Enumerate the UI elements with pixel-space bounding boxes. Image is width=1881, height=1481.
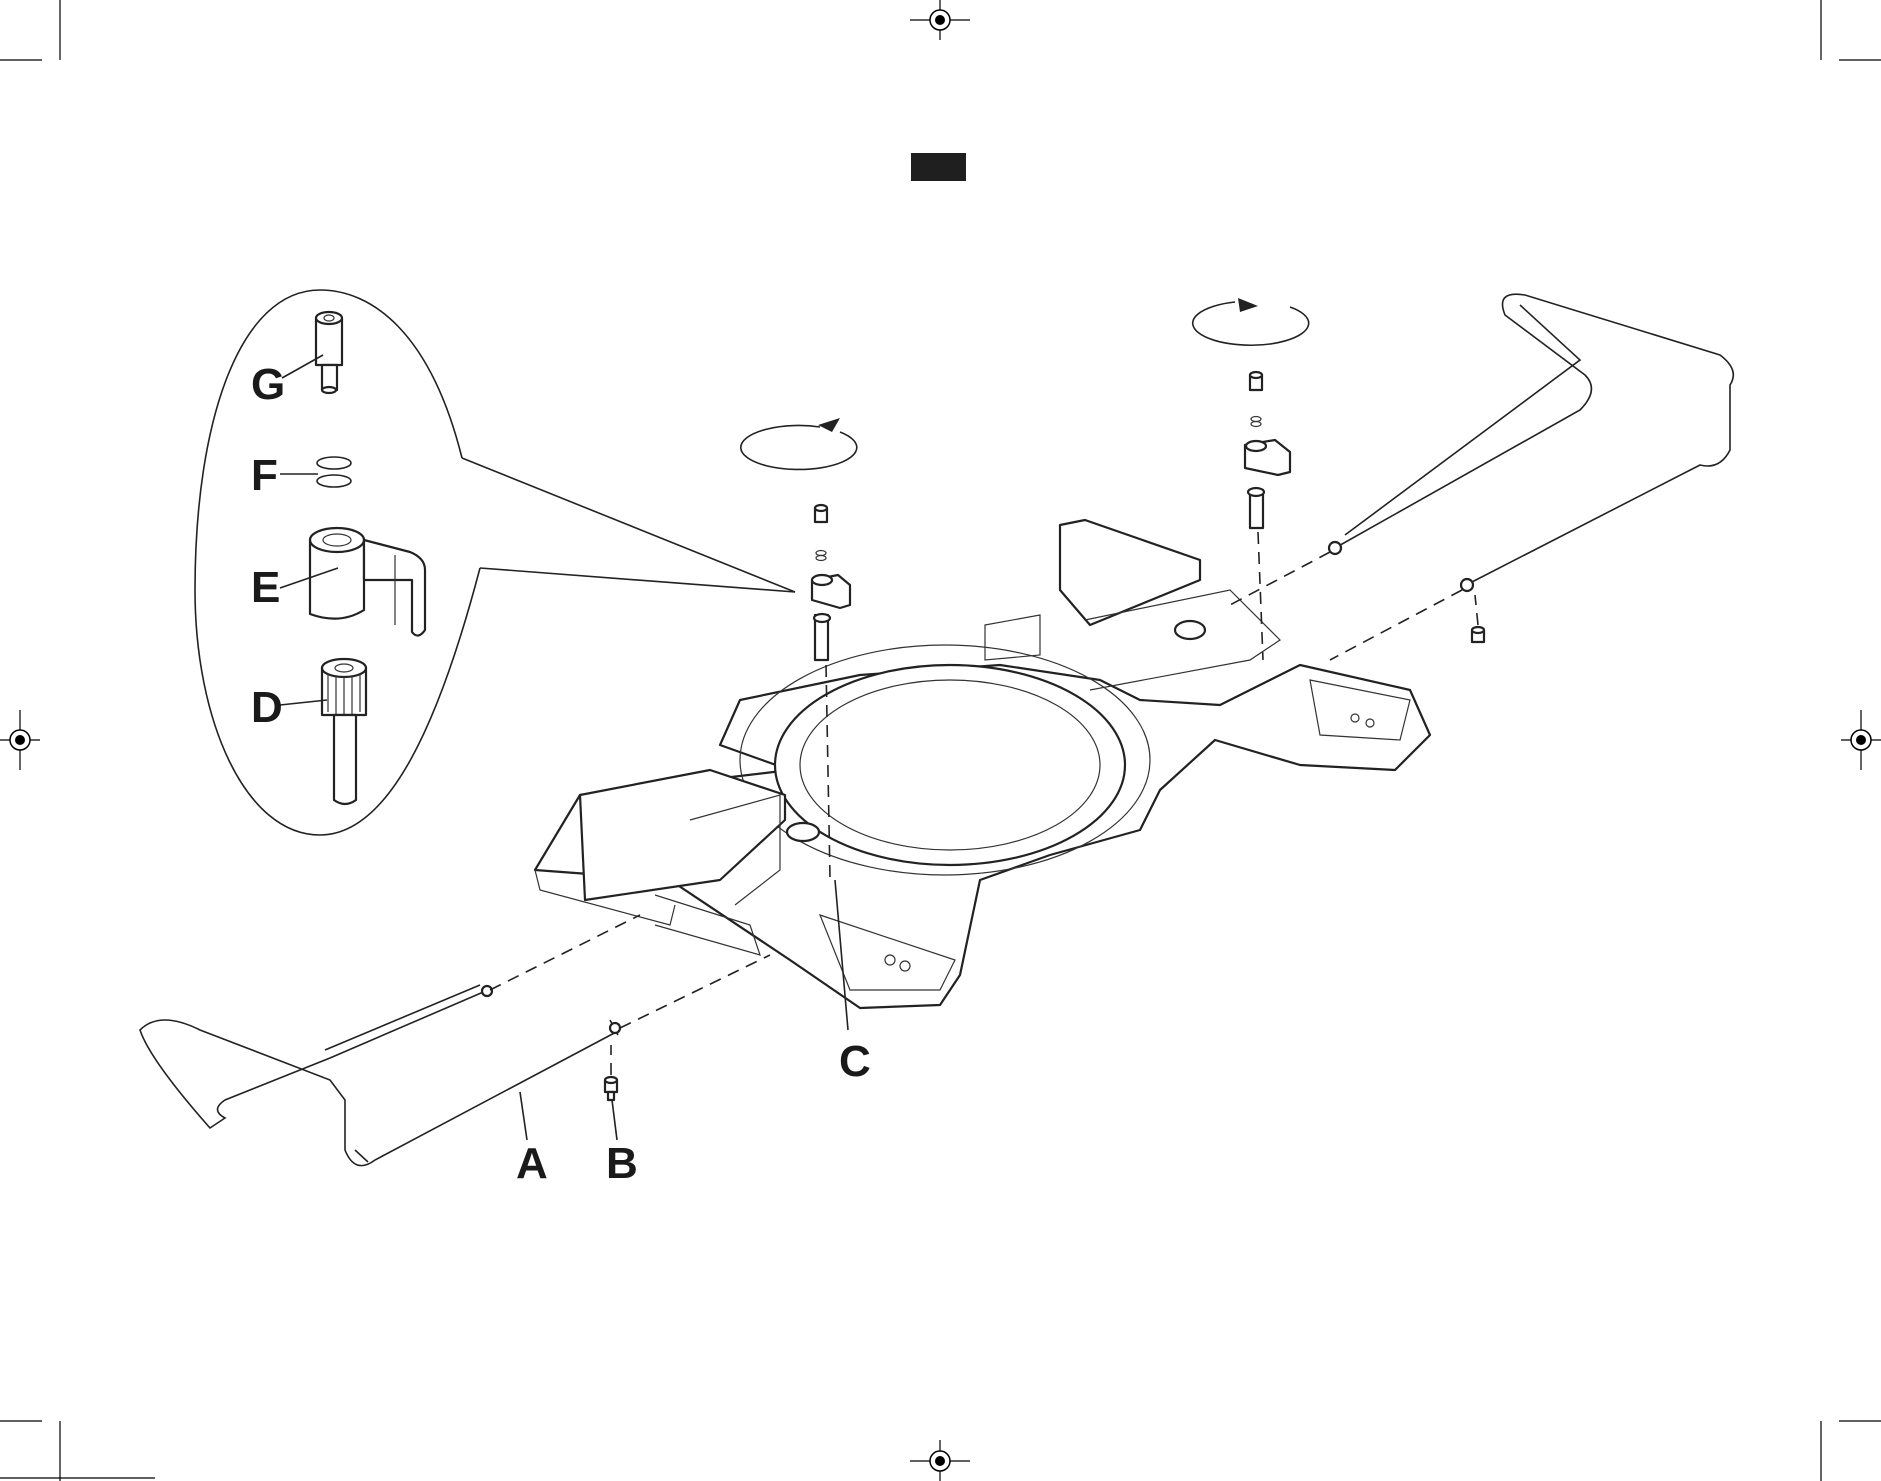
screw-right	[1472, 627, 1484, 642]
screw-b	[605, 1077, 617, 1100]
latch-stack-right	[1245, 372, 1290, 528]
rotate-arrow-right	[1193, 298, 1309, 345]
leader-g	[282, 355, 323, 378]
leader-b	[612, 1100, 617, 1140]
detail-part-f	[317, 457, 351, 487]
base-plate	[535, 520, 1430, 1008]
label-g: G	[251, 360, 285, 409]
leader-a	[520, 1092, 527, 1140]
insert-line-rod-right-upper	[1230, 552, 1330, 605]
handle-rod-right	[1329, 294, 1733, 591]
insert-line-rod-right-lower	[1330, 590, 1462, 660]
label-d: D	[251, 683, 283, 732]
detail-part-g	[316, 312, 342, 393]
latch-stack-left	[812, 505, 850, 660]
registration-mark-bottom	[910, 1440, 970, 1481]
registration-mark-top	[910, 0, 970, 40]
detail-part-e	[310, 528, 425, 636]
detail-part-d	[322, 659, 366, 804]
leader-d	[280, 700, 327, 705]
label-b: B	[606, 1139, 638, 1188]
label-e: E	[251, 563, 280, 612]
label-c: C	[839, 1037, 871, 1086]
insert-line-rod-left-lower	[620, 955, 770, 1028]
insert-line-screw-right	[1475, 595, 1478, 625]
handle-rod-left	[140, 985, 620, 1166]
label-f: F	[251, 451, 278, 500]
page-tab	[911, 153, 966, 181]
registration-mark-left	[0, 710, 40, 770]
rotate-arrow-left	[741, 418, 857, 469]
label-a: A	[516, 1139, 548, 1188]
registration-mark-right	[1841, 710, 1881, 770]
insert-line-rod-left-upper	[490, 915, 640, 990]
insert-line-latch-right	[1258, 532, 1263, 660]
